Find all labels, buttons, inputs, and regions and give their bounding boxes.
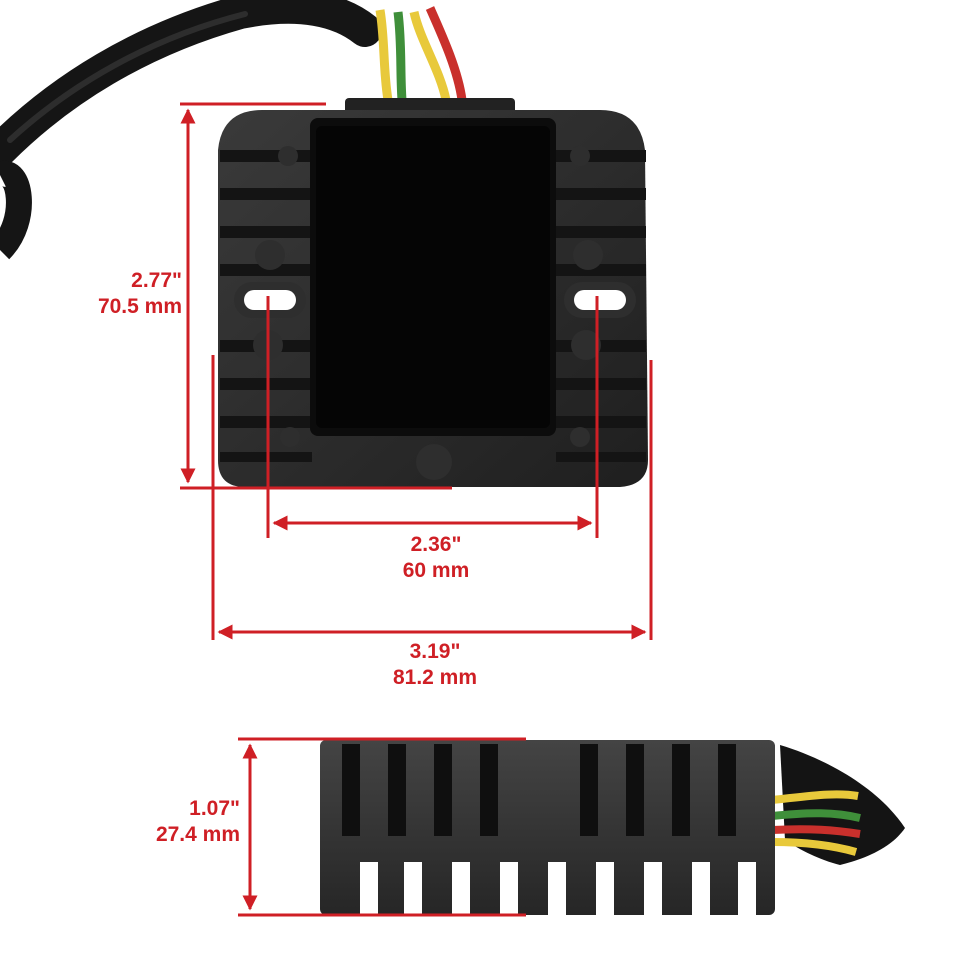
mounting-slot-right bbox=[564, 282, 636, 318]
mount-spacing-imperial: 2.36" bbox=[410, 533, 462, 556]
width-imperial: 3.19" bbox=[409, 640, 461, 663]
thickness-dimension-label: 1.07" 27.4 mm bbox=[156, 796, 240, 848]
width-dimension-label: 3.19" 81.2 mm bbox=[370, 639, 500, 691]
mounting-slot-left bbox=[234, 282, 306, 318]
height-imperial: 2.77" bbox=[131, 269, 182, 292]
height-dimension-label: 2.77" 70.5 mm bbox=[98, 268, 182, 320]
regulator-top-view bbox=[218, 98, 648, 487]
mount-spacing-dimension-label: 2.36" 60 mm bbox=[386, 532, 486, 584]
width-metric: 81.2 mm bbox=[392, 666, 478, 689]
height-metric: 70.5 mm bbox=[97, 295, 182, 318]
regulator-side-view bbox=[320, 740, 905, 918]
thickness-metric: 27.4 mm bbox=[155, 823, 240, 846]
wire-harness-top bbox=[0, 0, 467, 260]
dimension-lines bbox=[180, 102, 653, 917]
mount-spacing-metric: 60 mm bbox=[402, 559, 470, 582]
thickness-imperial: 1.07" bbox=[189, 797, 240, 820]
